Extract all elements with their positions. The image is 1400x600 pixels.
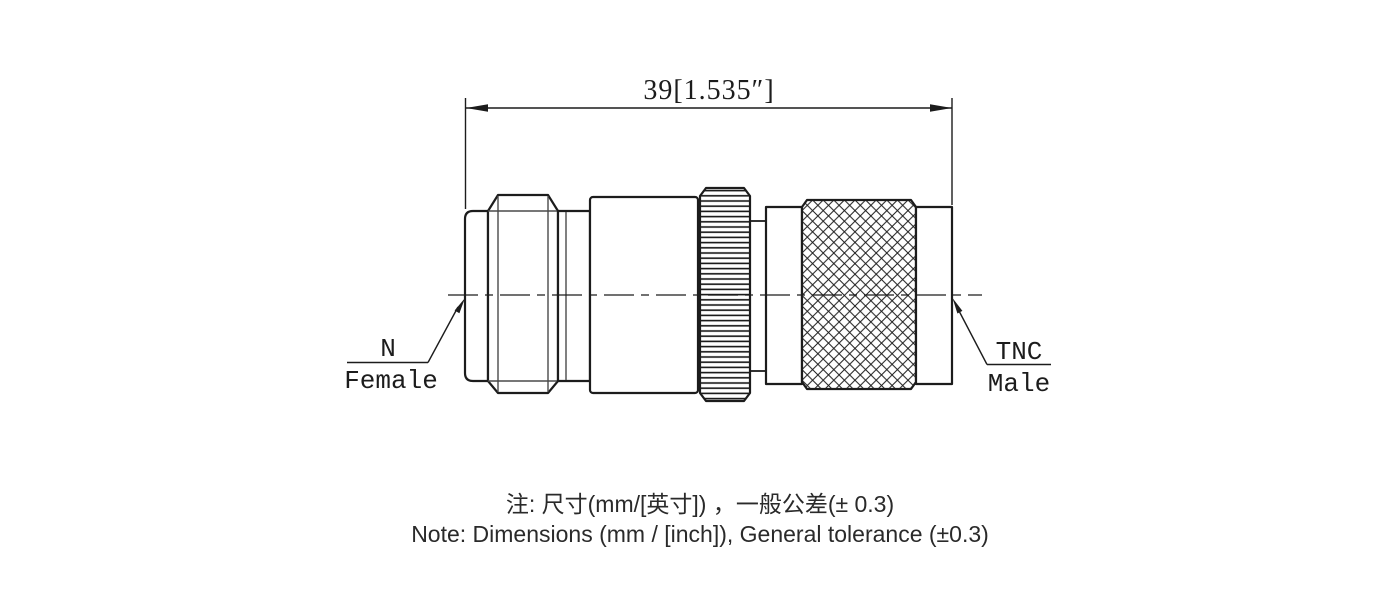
dimension-label: 39[1.535″] — [643, 75, 774, 106]
callout-n-female-leader — [427, 306, 459, 363]
dimension-arrow-right — [930, 104, 952, 112]
dimension-arrow-left — [466, 104, 488, 112]
dimension-group — [464, 98, 953, 209]
callout-tnc-male-leader — [957, 308, 988, 365]
label-male: Male — [988, 369, 1050, 399]
label-tnc: TNC — [996, 337, 1043, 367]
part-hex-nut-facet-lines — [488, 196, 558, 392]
part-washer-ring — [556, 209, 592, 383]
callout-tnc-male-arrowhead — [952, 298, 963, 314]
part-n-interface-ring — [463, 209, 490, 383]
note-chinese: 注: 尺寸(mm/[英寸]) ，一般公差(± 0.3) — [505, 491, 895, 517]
label-female: Female — [344, 366, 438, 396]
callout-n-female: N Female — [344, 298, 465, 396]
notes-block: 注: 尺寸(mm/[英寸]) ，一般公差(± 0.3) Note: Dimens… — [0, 489, 1400, 549]
label-n: N — [380, 334, 396, 364]
part-neck — [750, 220, 766, 372]
callout-n-female-arrowhead — [454, 298, 465, 314]
note-english: Note: Dimensions (mm / [inch]), General … — [411, 521, 989, 547]
callout-tnc-male: TNC Male — [952, 298, 1051, 399]
